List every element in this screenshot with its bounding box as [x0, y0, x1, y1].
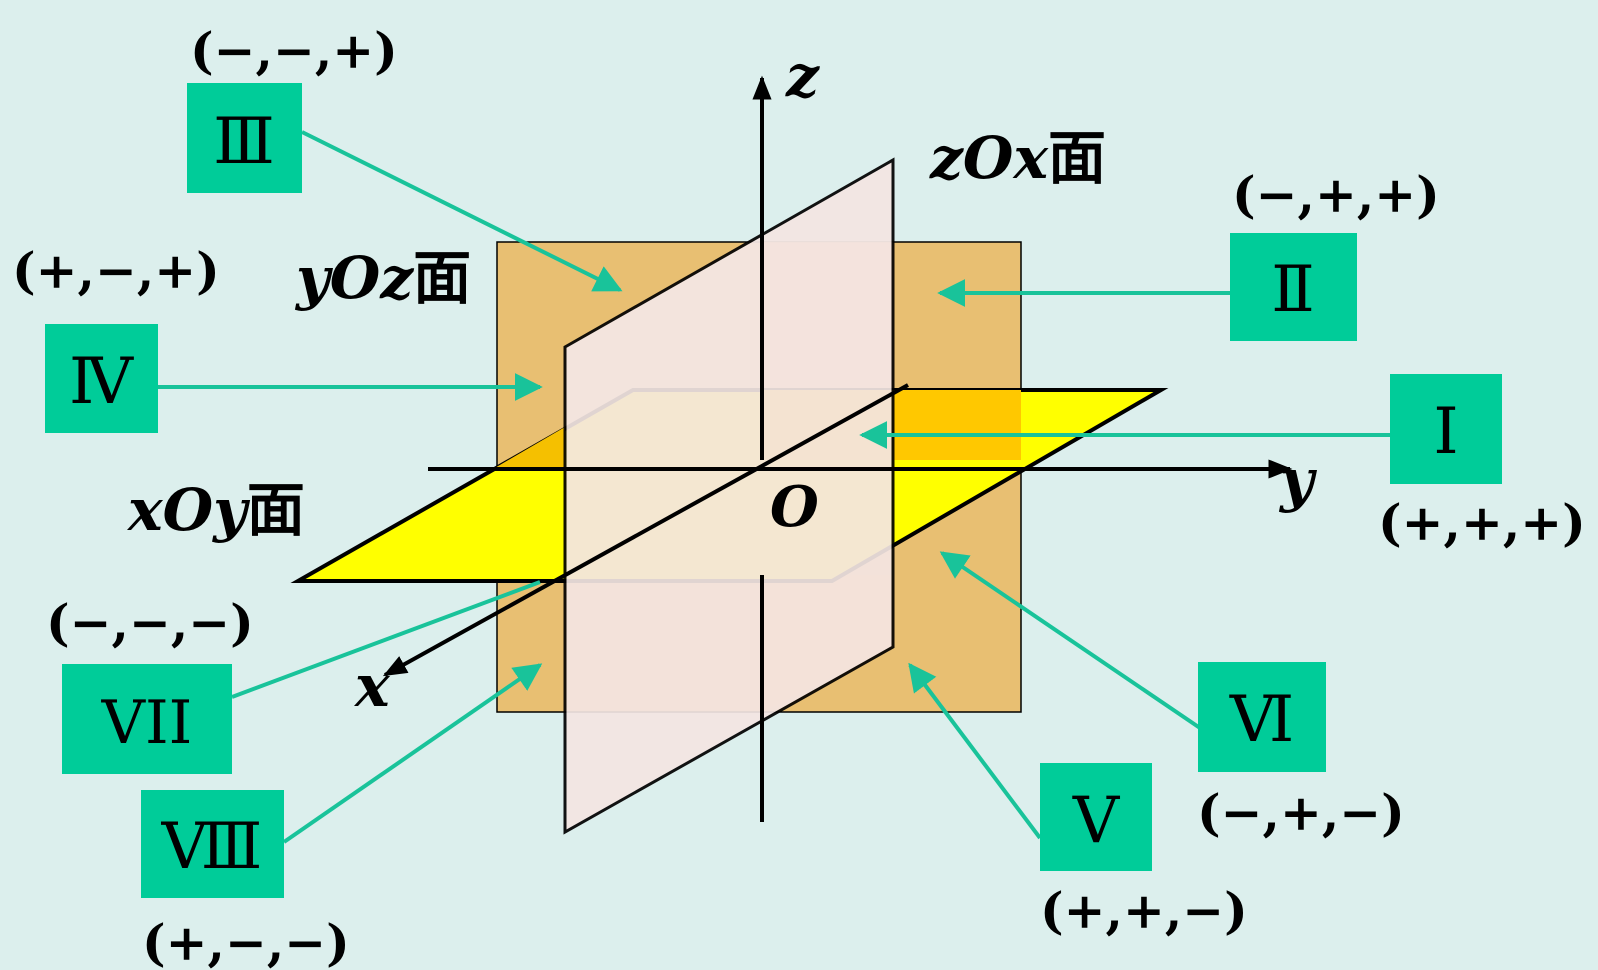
arrow-octant-5 — [908, 662, 1042, 840]
octant-6-signs: (−,+,−) — [1197, 783, 1405, 842]
octant-4-box — [45, 324, 158, 433]
octant-1-box — [1390, 374, 1502, 484]
plane-label-yoz: yOz面 — [294, 244, 471, 312]
plane-label-yoz-suffix: 面 — [413, 244, 471, 312]
arrow-octant-6 — [939, 551, 1202, 730]
octant-6-numeral: Ⅵ — [1229, 683, 1294, 757]
octant-8-signs: (+,−,−) — [142, 913, 350, 970]
octant-7-box — [62, 664, 232, 774]
octant-2-numeral: Ⅱ — [1271, 253, 1315, 327]
octant-2-signs: (−,+,+) — [1232, 165, 1440, 224]
arrow-octant-3 — [301, 130, 623, 292]
octant-7-numeral: VII — [101, 688, 193, 758]
octant-5-signs: (+,+,−) — [1040, 881, 1248, 940]
octant-7-signs: (−,−,−) — [46, 593, 254, 652]
origin-label: O — [770, 474, 819, 540]
plane-label-zox: zOx面 — [929, 124, 1106, 192]
octant-8-box — [141, 790, 284, 898]
xoy-back-left — [493, 427, 565, 469]
octant-3-numeral: Ⅲ — [213, 105, 275, 179]
octant-8-numeral: Ⅷ — [161, 810, 263, 884]
octant-5-box — [1040, 763, 1152, 871]
plane-label-zox-suffix: 面 — [1048, 124, 1106, 192]
octant-1-signs: (+,+,+) — [1378, 493, 1586, 552]
arrow-octant-8 — [282, 663, 543, 844]
octant-5-numeral: Ⅴ — [1072, 784, 1121, 858]
octant-3-signs: (−,−,+) — [190, 21, 398, 80]
plane-label-yoz-vars: yOz — [294, 244, 414, 312]
plane-label-zox-vars: zOx — [929, 124, 1049, 192]
octant-4-signs: (+,−,+) — [12, 241, 220, 300]
octant-2-box — [1230, 233, 1357, 341]
arrow-octant-7 — [231, 580, 541, 699]
zox-plane — [563, 157, 895, 835]
axis-label-y: y — [1278, 446, 1318, 514]
octant-6-box — [1198, 662, 1326, 772]
octant-1-numeral: Ⅰ — [1433, 395, 1458, 469]
x-axis — [382, 383, 909, 677]
plane-label-xoy-vars: xOy — [126, 476, 251, 544]
plane-label-xoy: xOy面 — [126, 476, 305, 544]
plane-label-xoy-suffix: 面 — [247, 476, 305, 544]
axis-label-x: x — [353, 652, 391, 720]
octant-3-box — [187, 83, 302, 193]
axis-label-z: z — [785, 42, 820, 110]
octant-4-numeral: Ⅳ — [69, 345, 134, 419]
